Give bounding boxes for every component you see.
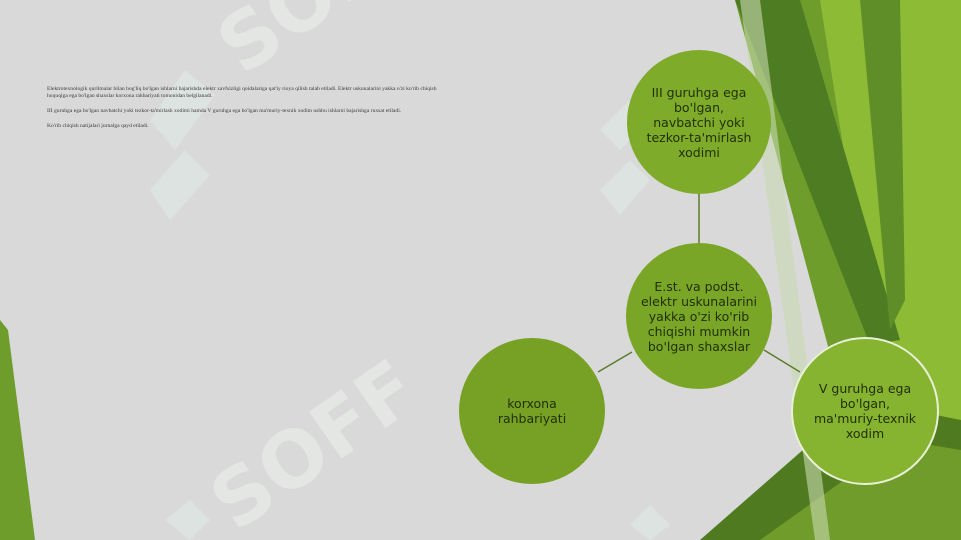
body-paragraph-3: Ko'rib chiqish natijalari jurnalga qayd … (47, 123, 149, 129)
node-group3-staff: III guruhga ega bo'lgan, navbatchi yoki … (627, 50, 771, 194)
body-paragraph-1: Elektrotexnologik qurilmalar bilan bog'l… (47, 86, 437, 99)
body-paragraph-2: III guruhga ega bo'lgan navbatchi yoki t… (47, 108, 402, 114)
body-text: Elektrotexnologik qurilmalar bilan bog'l… (47, 86, 457, 138)
watermark-text-top: SOFF (202, 0, 441, 92)
node-inspecting-persons: E.st. va podst. elektr uskunalarini yakk… (626, 243, 772, 389)
node-group3-staff-label: III guruhga ega bo'lgan, navbatchi yoki … (646, 84, 752, 160)
watermark-text-bottom: SOFF (195, 343, 434, 540)
node-group5-staff: V guruhga ega bo'lgan, ma'muriy-texnik x… (791, 337, 939, 485)
band-mid (860, 0, 905, 330)
band-shadow (735, 0, 900, 345)
node-group5-staff-label: V guruhga ega bo'lgan, ma'muriy-texnik x… (813, 381, 917, 441)
node-inspecting-persons-label: E.st. va podst. elektr uskunalarini yakk… (640, 278, 758, 354)
band-left (0, 320, 35, 540)
node-management: korxona rahbariyati (459, 338, 605, 484)
node-management-label: korxona rahbariyati (497, 396, 567, 426)
